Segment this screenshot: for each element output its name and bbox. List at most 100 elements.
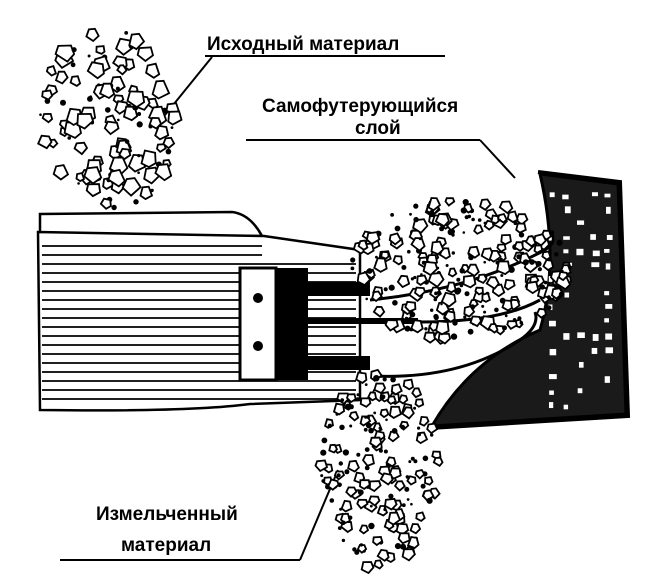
rock-fragment — [60, 99, 66, 106]
rock-fragment — [546, 295, 551, 300]
rock-fragment — [417, 432, 421, 437]
rock-fragment — [162, 136, 176, 150]
rock-fragment — [344, 469, 350, 475]
leader-lines — [60, 55, 516, 561]
rock-fragment — [327, 423, 333, 428]
rock-fragment — [440, 291, 457, 308]
rock-fragment — [427, 197, 442, 212]
lining-cell — [605, 304, 613, 309]
rock-fragment — [414, 398, 425, 408]
rock-fragment — [466, 263, 480, 278]
rock-fragment — [439, 226, 445, 232]
rock-fragment — [350, 257, 356, 263]
rock-fragment — [551, 287, 564, 300]
rock-fragment — [364, 465, 370, 471]
lining-cell — [605, 333, 613, 340]
rock-fragment — [109, 75, 126, 94]
rock-fragment — [477, 218, 482, 222]
rock-fragment — [69, 75, 82, 87]
rock-fragment — [500, 234, 512, 246]
rock-fragment — [382, 377, 387, 382]
lining-cell — [548, 236, 555, 241]
rock-fragment — [387, 511, 402, 526]
rock-fragment — [126, 90, 146, 109]
rock-fragment — [357, 489, 364, 496]
rock-fragment — [41, 89, 54, 101]
rock-fragment — [402, 378, 415, 391]
rock-fragment — [426, 497, 433, 504]
rock-fragment — [379, 472, 394, 486]
rock-fragment — [340, 398, 345, 402]
rock-fragment — [500, 274, 504, 277]
rock-fragment — [498, 200, 514, 215]
rock-fragment — [327, 478, 340, 491]
rock-fragment — [124, 31, 129, 35]
rock-fragment — [356, 543, 368, 554]
rock-fragment — [397, 532, 411, 545]
rock-fragment — [320, 474, 324, 478]
rock-fragment — [400, 424, 406, 430]
rock-fragment — [314, 459, 329, 473]
rock-fragment — [52, 164, 70, 181]
rock-fragment — [390, 383, 403, 396]
rock-fragment — [410, 456, 415, 461]
rock-fragment — [394, 225, 401, 232]
lining-cell — [591, 192, 598, 197]
rock-fragment — [445, 264, 449, 267]
rock-fragment — [558, 291, 564, 297]
rock-fragment — [140, 149, 157, 169]
rock-fragment — [404, 300, 417, 313]
rock-fragment — [372, 536, 384, 547]
rock-fragment — [373, 382, 387, 395]
rock-fragment — [436, 290, 441, 295]
lining-cell — [604, 376, 610, 383]
rock-fragment — [401, 548, 416, 562]
rock-fragment — [368, 427, 374, 434]
rock-fragment — [167, 110, 183, 126]
rock-fragment — [495, 260, 500, 265]
rock-fragment — [148, 124, 153, 129]
rock-fragment — [498, 218, 501, 222]
impact-chamber — [429, 170, 631, 430]
rotor-channel-mid — [308, 318, 418, 324]
lining-cell — [548, 402, 554, 409]
rock-fragment — [546, 305, 552, 311]
lining-cell — [563, 404, 569, 410]
rock-fragment — [321, 437, 328, 444]
rock-fragment — [488, 249, 502, 263]
rock-fragment — [111, 204, 117, 211]
rock-fragment — [406, 498, 410, 501]
rock-fragment — [380, 250, 390, 260]
rock-fragment — [137, 171, 140, 174]
rock-fragment — [348, 410, 360, 422]
rock-fragment — [337, 526, 342, 530]
rock-fragment — [467, 328, 474, 335]
rock-fragment — [341, 520, 346, 526]
rock-fragment — [410, 502, 413, 506]
rock-fragment — [519, 321, 524, 325]
lining-cell — [606, 234, 613, 240]
rock-fragment — [410, 277, 414, 281]
rock-fragment — [320, 449, 327, 456]
rock-fragment — [366, 268, 373, 274]
rock-fragment — [460, 207, 467, 214]
rock-fragment — [373, 559, 384, 570]
rock-fragment — [424, 327, 428, 331]
lining-cell — [590, 234, 596, 240]
rock-fragment — [364, 415, 368, 419]
rock-fragment — [151, 79, 171, 100]
rock-fragment — [501, 299, 513, 312]
rock-fragment — [128, 32, 146, 51]
rock-fragment — [467, 245, 481, 259]
rock-fragment — [459, 268, 465, 274]
rock-fragment — [524, 235, 537, 248]
rock-fragment — [433, 314, 439, 321]
rock-fragment — [388, 232, 402, 246]
rock-fragment — [356, 498, 369, 510]
lining-cell — [562, 194, 569, 200]
rock-fragment — [386, 395, 397, 405]
rock-fragment — [494, 307, 499, 313]
lining-cell — [578, 361, 584, 368]
rock-fragment — [394, 543, 402, 550]
